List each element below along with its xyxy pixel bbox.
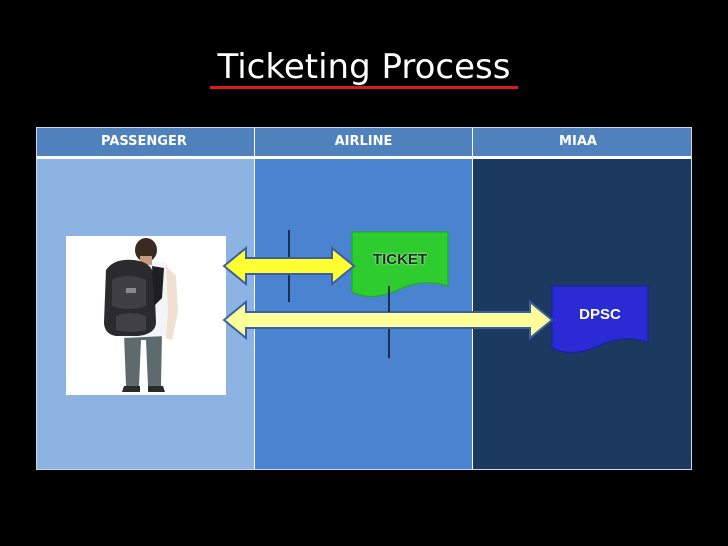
ticket-label: TICKET (352, 251, 448, 268)
dpsc-label: DPSC (552, 306, 648, 323)
